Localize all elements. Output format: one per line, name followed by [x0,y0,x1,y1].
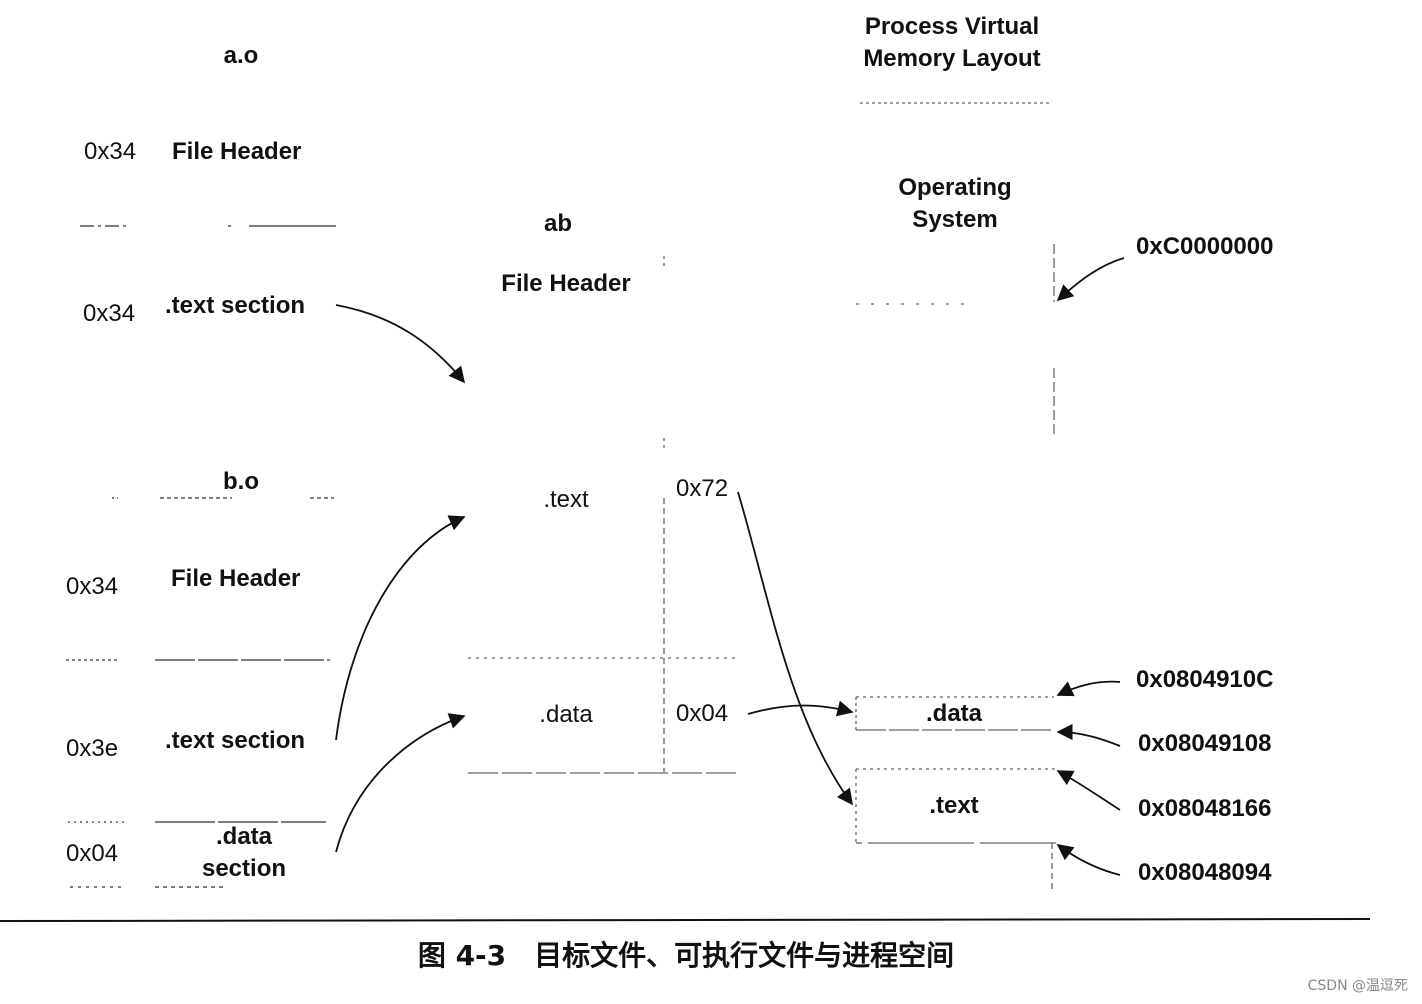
vm-box-lines [855,102,1056,893]
ab-text-label: .text [543,486,589,513]
vm-title-line1: Process Virtual [864,13,1040,40]
watermark: CSDN @温逗死 [1307,978,1408,994]
ab-title: ab [543,210,573,237]
b-o-file-header-offset: 0x34 [66,573,119,600]
a-o-file-header-label: File Header [172,138,302,165]
vm-data-label: .data [925,700,983,727]
arrow-b-data-to-ab [335,713,466,853]
arrow-addr-data-start [1056,723,1121,747]
vm-text-label: .text [929,792,979,819]
arrow-ab-text-to-vm [737,491,853,806]
addr-text-start: 0x08048094 [1138,859,1272,886]
b-o-title: b.o [223,468,259,495]
mapping-arrows [335,257,1125,876]
vm-os-line2: System [912,206,998,233]
b-o-data-label-line2: section [201,855,287,882]
addr-data-end: 0x0804910C [1136,666,1274,693]
vm-title-line2: Memory Layout [863,45,1041,72]
arrow-b-text-to-ab [335,515,466,741]
b-o-text-offset: 0x3e [66,735,119,762]
a-o-text-label: .text section [165,292,306,319]
ab-data-size: 0x04 [676,700,729,727]
addr-text-end: 0x08048166 [1138,795,1272,822]
caption-rule [0,918,1371,922]
b-o-data-offset: 0x04 [66,840,119,867]
arrow-addr-text-start [1056,844,1121,876]
b-o-file-header-label: File Header [171,565,301,592]
ab-box-lines [468,256,736,774]
a-o-text-offset: 0x34 [83,300,136,327]
figure-caption: 图 4-3 目标文件、可执行文件与进程空间 [417,939,955,972]
a-o-file-header-offset: 0x34 [84,138,137,165]
ab-data-label: .data [539,701,593,728]
arrow-ab-data-to-vm [747,700,854,717]
b-o-data-label-line1: .data [215,823,273,850]
a-o-title: a.o [223,42,259,69]
vm-os-line1: Operating [898,174,1012,201]
b-o-dividers [66,497,334,888]
addr-data-start: 0x08049108 [1138,730,1272,757]
arrow-addr-text-end [1056,770,1121,811]
ab-text-size: 0x72 [676,475,729,502]
arrow-a-text-to-ab [335,304,466,384]
arrow-addr-data-end [1056,680,1121,697]
b-o-text-label: .text section [165,727,306,754]
arrow-addr-kernel [1056,257,1125,302]
addr-kernel: 0xC0000000 [1136,233,1274,260]
ab-file-header-label: File Header [501,270,631,297]
